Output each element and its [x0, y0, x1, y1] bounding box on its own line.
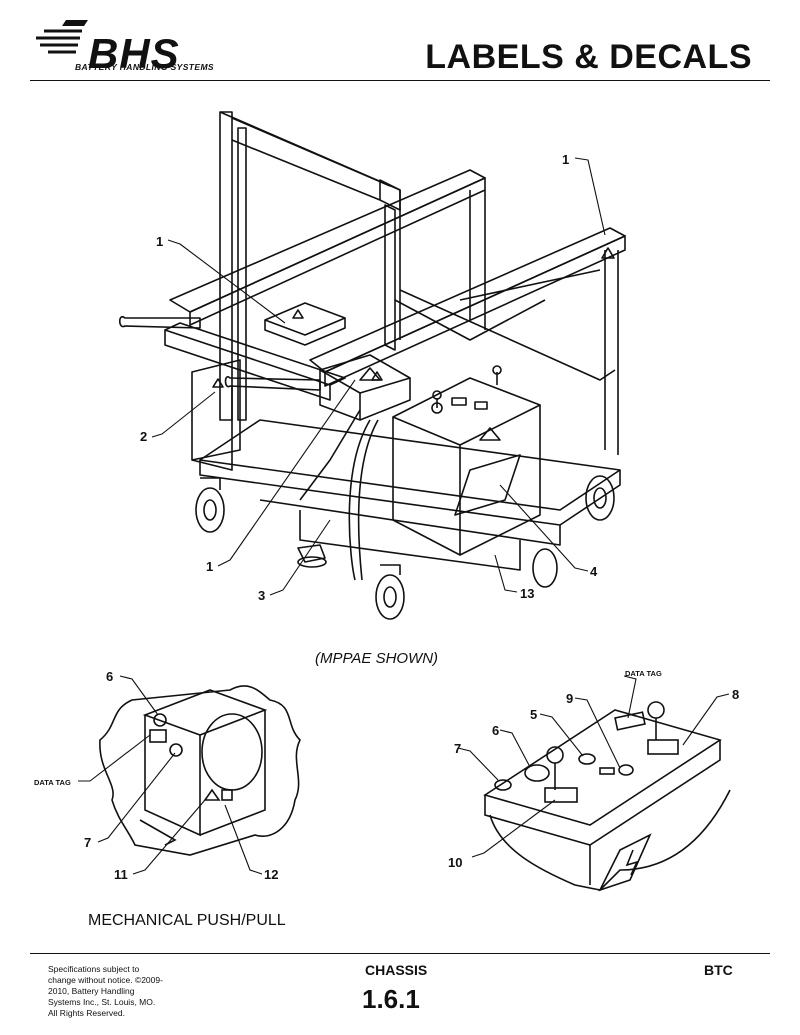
callout-13: 13 — [520, 586, 534, 601]
callout-1: 1 — [562, 152, 569, 167]
callout-2: 2 — [140, 429, 147, 444]
left-handle — [118, 315, 201, 329]
page-number: 1.6.1 — [362, 984, 420, 1014]
callout-8: 8 — [732, 687, 739, 702]
callout-3: 3 — [258, 588, 265, 603]
callout-6: 6 — [106, 669, 113, 684]
callout-12: 12 — [264, 867, 278, 882]
bhs-logo: BHS BATTERY HANDLING SYSTEMS — [30, 18, 240, 78]
detail-caption: MECHANICAL PUSH/PULL — [88, 912, 286, 929]
callout-1: 1 — [206, 559, 213, 574]
main-view-caption: (MPPAE SHOWN) — [315, 650, 439, 667]
callout-7: 7 — [454, 741, 461, 756]
caster-wheels — [195, 475, 615, 620]
callout-10: 10 — [448, 855, 462, 870]
speed-lines-icon — [36, 20, 88, 54]
control-box-detail — [457, 675, 731, 892]
header-divider — [30, 80, 770, 81]
page-title: LABELS & DECALS — [425, 38, 752, 76]
model-label: BTC — [704, 962, 733, 978]
logo-text: BHS — [88, 30, 180, 77]
push-pull-detail — [78, 675, 301, 875]
chassis-drawing: 1 1 1 1 2 3 4 13 6 7 11 12 DATA TAG 5 6 … — [34, 111, 739, 892]
front-handle — [224, 375, 321, 391]
carriage-plate — [264, 302, 346, 336]
control-box — [392, 365, 541, 556]
callout-9: 9 — [566, 691, 573, 706]
callout-6: 6 — [492, 723, 499, 738]
callout-1: 1 — [156, 234, 163, 249]
chassis-base — [199, 419, 621, 511]
data-tag-label: DATA TAG — [34, 778, 71, 787]
callout-5: 5 — [530, 707, 537, 722]
support-arms — [169, 169, 626, 455]
section-label: CHASSIS — [365, 962, 428, 978]
copyright-note: Specifications subject to change without… — [48, 964, 163, 1018]
footer-divider — [30, 953, 770, 954]
data-tag-label: DATA TAG — [625, 669, 662, 678]
callout-11: 11 — [114, 867, 128, 882]
callout-7: 7 — [84, 835, 91, 850]
callout-4: 4 — [590, 564, 598, 579]
logo-subtitle: BATTERY HANDLING SYSTEMS — [75, 62, 215, 72]
